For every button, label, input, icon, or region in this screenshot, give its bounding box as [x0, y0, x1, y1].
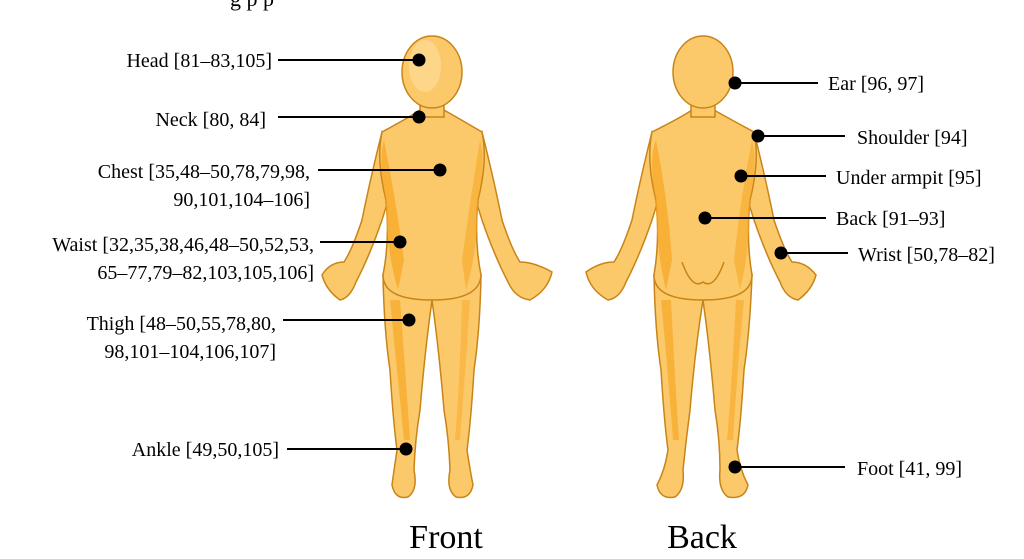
- label-back-line-1: Back [91–93]: [836, 208, 946, 230]
- label-foot-line-1: Foot [41, 99]: [857, 458, 962, 480]
- label-wrist-line-1: Wrist [50,78–82]: [858, 244, 995, 266]
- front-leaders: [278, 53, 447, 456]
- back-right-leg: [702, 273, 753, 499]
- back-leaders: [698, 76, 848, 474]
- label-ankle-line-1: Ankle [49,50,105]: [131, 439, 279, 461]
- marker-ear: [728, 76, 742, 90]
- label-head-line-1: Head [81–83,105]: [126, 50, 272, 72]
- label-shoulder: Shoulder [94]: [857, 124, 968, 152]
- back-view-title: Back: [667, 519, 737, 556]
- label-under-armpit: Under armpit [95]: [836, 164, 982, 192]
- marker-thigh: [402, 313, 416, 327]
- marker-chest: [433, 163, 447, 177]
- label-foot: Foot [41, 99]: [857, 455, 962, 483]
- front-body-figure: [321, 35, 553, 499]
- cut-off-caption: g p p: [230, 0, 274, 12]
- front-right-leg: [431, 273, 482, 499]
- marker-back: [698, 211, 712, 225]
- back-left-arm: [585, 130, 669, 301]
- back-head: [672, 35, 734, 109]
- label-ankle: Ankle [49,50,105]: [132, 436, 279, 464]
- label-wrist: Wrist [50,78–82]: [858, 241, 995, 269]
- marker-under-armpit: [734, 169, 748, 183]
- front-left-leg: [382, 273, 433, 499]
- label-chest-line-1: Chest [35,48–50,78,79,98,: [97, 161, 310, 183]
- marker-waist: [393, 235, 407, 249]
- marker-foot: [728, 460, 742, 474]
- label-thigh: Thigh [48–50,55,78,80, 98,101–104,106,10…: [87, 310, 276, 366]
- label-chest-line-2: 90,101,104–106]: [173, 189, 310, 211]
- back-body-figure: [585, 35, 817, 499]
- marker-ankle: [399, 442, 413, 456]
- label-ear-line-1: Ear [96, 97]: [828, 73, 925, 95]
- label-waist: Waist [32,35,38,46,48–50,52,53, 65–77,79…: [52, 231, 314, 287]
- front-left-arm: [321, 130, 399, 301]
- label-neck: Neck [80, 84]: [155, 106, 266, 134]
- front-right-arm: [465, 130, 553, 301]
- label-back: Back [91–93]: [836, 205, 945, 233]
- label-neck-line-1: Neck [80, 84]: [155, 109, 266, 131]
- marker-wrist: [774, 246, 788, 260]
- label-chest: Chest [35,48–50,78,79,98, 90,101,104–106…: [98, 158, 310, 214]
- label-thigh-line-1: Thigh [48–50,55,78,80,: [86, 313, 276, 335]
- back-right-arm: [737, 130, 817, 301]
- label-head: Head [81–83,105]: [126, 47, 272, 75]
- marker-shoulder: [751, 129, 765, 143]
- label-under-armpit-line-1: Under armpit [95]: [836, 167, 982, 189]
- label-thigh-line-2: 98,101–104,106,107]: [104, 341, 276, 363]
- marker-head: [412, 53, 426, 67]
- marker-neck: [412, 110, 426, 124]
- label-waist-line-1: Waist [32,35,38,46,48–50,52,53,: [52, 234, 314, 256]
- label-waist-line-2: 65–77,79–82,103,105,106]: [97, 262, 314, 284]
- back-left-leg: [653, 273, 704, 499]
- label-shoulder-line-1: Shoulder [94]: [857, 127, 968, 149]
- front-view-title: Front: [409, 519, 483, 556]
- label-ear: Ear [96, 97]: [828, 70, 924, 98]
